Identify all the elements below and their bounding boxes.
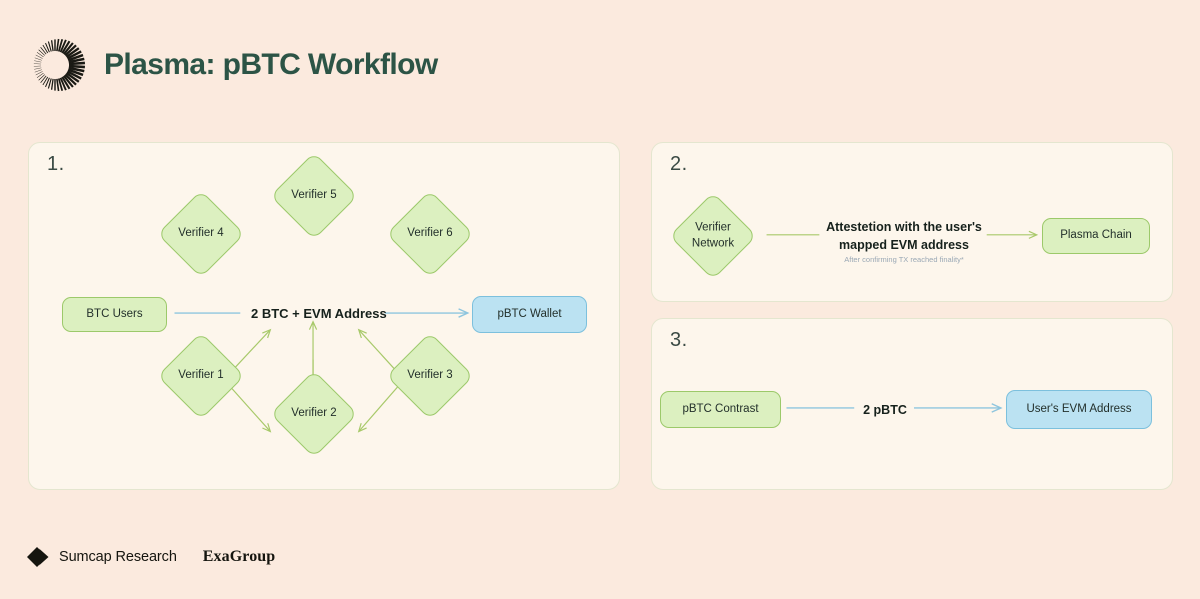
node-pbtc-wallet[interactable]: pBTC Wallet — [472, 296, 587, 333]
node-verifier-1-label: Verifier 1 — [178, 369, 224, 382]
verifier-network-line-2: Network — [691, 237, 735, 249]
node-verifier-2-label: Verifier 2 — [291, 407, 337, 420]
page-header: Plasma: pBTC Workflow — [24, 34, 438, 96]
panel-step-3: 3. pBTC Contrast 2 pBTC User's EVM Addre… — [651, 318, 1173, 490]
sunburst-radial-icon — [33, 38, 86, 92]
label-attestation: Attestetion with the user's mapped EVM a… — [824, 218, 984, 254]
node-verifier-6-label: Verifier 6 — [407, 227, 453, 240]
node-pbtc-contrast[interactable]: pBTC Contrast — [660, 391, 781, 428]
node-users-evm-address[interactable]: User's EVM Address — [1006, 390, 1152, 429]
node-verifier-5[interactable]: Verifier 5 — [270, 152, 358, 240]
panel-2-number: 2. — [670, 153, 688, 175]
label-finality-note: After confirming TX reached finality* — [844, 255, 964, 264]
verifier-network-line-1: Verifier — [695, 221, 731, 234]
node-verifier-5-label: Verifier 5 — [291, 189, 337, 202]
node-plasma-chain[interactable]: Plasma Chain — [1042, 218, 1150, 254]
node-verifier-4-label: Verifier 4 — [178, 227, 224, 240]
panel-step-1: 1. — [28, 142, 620, 490]
sumcap-research-logo: Sumcap Research — [26, 546, 177, 568]
panel-3-number: 3. — [670, 329, 688, 351]
node-verifier-4[interactable]: Verifier 4 — [157, 190, 245, 278]
exagroup-name: ExaGroup — [202, 548, 276, 565]
panel-1-number: 1. — [47, 153, 65, 175]
label-2-pbtc: 2 pBTC — [863, 403, 907, 417]
label-2-btc-evm-address: 2 BTC + EVM Address — [251, 306, 387, 321]
diamond-arrow-icon — [27, 547, 49, 567]
node-btc-users[interactable]: BTC Users — [62, 297, 167, 332]
sumcap-research-name: Sumcap Research — [59, 549, 177, 565]
node-verifier-1[interactable]: Verifier 1 — [157, 332, 245, 420]
node-verifier-2[interactable]: Verifier 2 — [270, 370, 358, 458]
node-verifier-3-label: Verifier 3 — [407, 369, 453, 382]
page-footer: Sumcap Research ExaGroup — [26, 546, 275, 568]
label-attestation-line-2: mapped EVM address — [839, 238, 969, 253]
node-verifier-3[interactable]: Verifier 3 — [386, 332, 474, 420]
node-verifier-6[interactable]: Verifier 6 — [386, 190, 474, 278]
label-attestation-line-1: Attestetion with the user's — [826, 220, 982, 234]
page-title: Plasma: pBTC Workflow — [104, 48, 438, 81]
